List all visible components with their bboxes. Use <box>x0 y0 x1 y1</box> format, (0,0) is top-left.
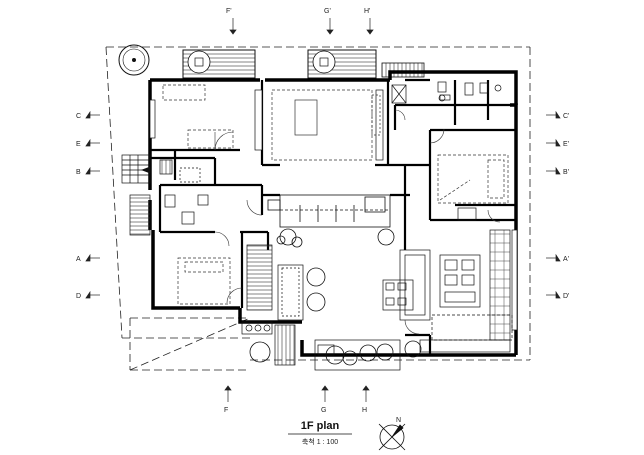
bathroom-fixtures <box>391 81 502 104</box>
drawing-scale: 축척 1 : 100 <box>302 437 338 446</box>
section-label-left-4: A <box>76 256 81 263</box>
section-markers-right <box>546 110 561 299</box>
deck-top-left <box>182 49 256 79</box>
section-markers-bottom <box>224 385 370 402</box>
door-swings <box>214 109 501 335</box>
section-label-left-3: B <box>76 169 81 176</box>
drawing-title: 1F plan <box>301 420 340 432</box>
section-label-top-2: G' <box>324 8 331 15</box>
section-label-top-3: H' <box>364 8 370 15</box>
exterior-walls <box>148 70 518 357</box>
section-label-right-3: B' <box>563 169 569 176</box>
deck-top-middle <box>307 49 377 79</box>
north-label: N <box>396 417 401 424</box>
interior-walls <box>150 78 516 355</box>
section-label-right-5: D' <box>563 293 569 300</box>
entrance-steps <box>121 154 151 236</box>
tree-symbol <box>118 44 150 76</box>
deck-lower <box>241 321 401 371</box>
section-label-right-4: A' <box>563 256 569 263</box>
section-labels-bottom: F G H <box>224 407 367 414</box>
section-label-right-2: E' <box>563 141 569 148</box>
utility-fixtures <box>159 159 209 225</box>
living-room-furniture <box>271 89 381 161</box>
section-label-bottom-2: G <box>321 407 326 414</box>
section-labels-right: C' E' B' A' D' <box>563 113 569 300</box>
section-label-bottom-1: F <box>224 407 228 414</box>
section-markers-top <box>229 18 374 35</box>
section-label-left-2: E <box>76 141 81 148</box>
stair <box>246 244 304 321</box>
dining-area <box>382 207 513 353</box>
section-label-bottom-3: H <box>362 407 367 414</box>
section-label-left-5: D <box>76 293 81 300</box>
section-markers-left <box>85 110 100 299</box>
section-label-top-1: F' <box>226 8 232 15</box>
section-label-left-1: C <box>76 113 81 120</box>
bed-room-1 <box>162 84 234 149</box>
bed-room-3 <box>437 154 509 204</box>
windows <box>149 89 518 331</box>
round-furniture <box>249 228 422 366</box>
section-label-right-1: C' <box>563 113 569 120</box>
section-labels-left: C E B A D <box>76 113 81 300</box>
section-labels-top: F' G' H' <box>226 8 370 15</box>
hall-fixtures <box>267 194 391 228</box>
bed-room-2 <box>177 257 231 305</box>
site-boundary <box>105 46 531 371</box>
north-arrow-icon <box>378 423 406 451</box>
